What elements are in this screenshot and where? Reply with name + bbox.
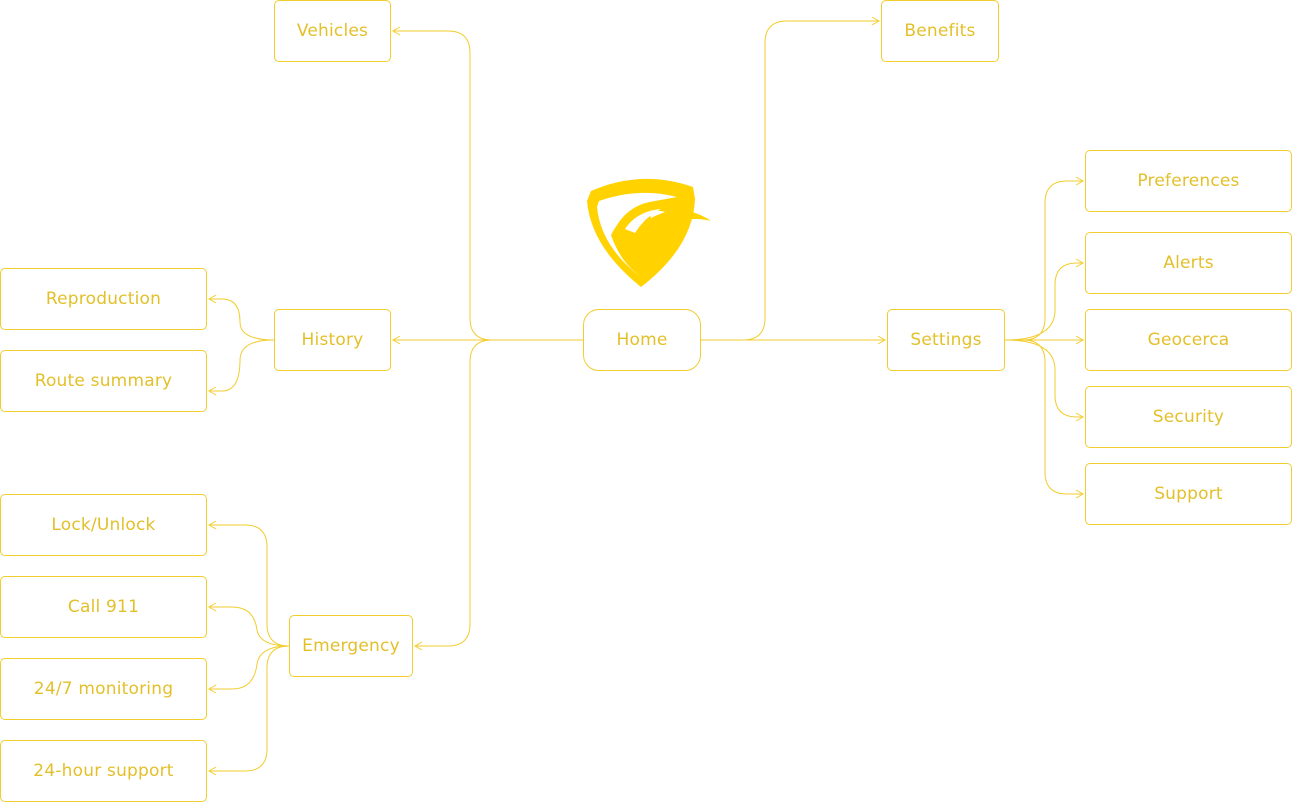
edge-settings-security: [1004, 339, 1085, 422]
edge-emergency-lock: [207, 520, 290, 647]
node-security-label: Security: [1152, 407, 1225, 427]
node-lock-unlock[interactable]: Lock/Unlock: [0, 494, 207, 556]
node-history[interactable]: History: [274, 309, 391, 371]
node-lock-unlock-label: Lock/Unlock: [51, 515, 156, 535]
edge-history-reproduction: [207, 294, 275, 341]
node-geocerca[interactable]: Geocerca: [1085, 309, 1292, 371]
node-emergency-label: Emergency: [302, 636, 400, 656]
edge-settings-preferences: [1005, 176, 1085, 341]
node-24-hour-support[interactable]: 24-hour support: [0, 740, 207, 802]
node-vehicles-label: Vehicles: [296, 21, 369, 41]
edge-settings-alerts: [1004, 258, 1085, 341]
node-support[interactable]: Support: [1085, 463, 1292, 525]
node-benefits-label: Benefits: [904, 21, 976, 41]
edge-home-vehicles: [391, 26, 583, 341]
node-settings[interactable]: Settings: [887, 309, 1005, 371]
edge-emergency-monitoring: [207, 645, 290, 694]
node-benefits[interactable]: Benefits: [881, 0, 999, 62]
edge-emergency-call: [207, 602, 290, 647]
node-alerts-label: Alerts: [1163, 253, 1214, 273]
node-route-summary[interactable]: Route summary: [0, 350, 207, 412]
node-call-911[interactable]: Call 911: [0, 576, 207, 638]
node-monitoring[interactable]: 24/7 monitoring: [0, 658, 207, 720]
node-24-hour-support-label: 24-hour support: [33, 761, 174, 781]
node-reproduction-label: Reproduction: [45, 289, 162, 309]
edge-settings-support: [1005, 339, 1085, 499]
edge-home-emergency: [413, 339, 583, 651]
node-preferences-label: Preferences: [1137, 171, 1240, 191]
node-reproduction[interactable]: Reproduction: [0, 268, 207, 330]
eagle-shield-icon: [587, 178, 711, 287]
node-settings-label: Settings: [910, 330, 982, 350]
node-vehicles[interactable]: Vehicles: [274, 0, 391, 62]
node-call-911-label: Call 911: [67, 597, 140, 617]
edge-history-route-summary: [207, 339, 275, 396]
node-geocerca-label: Geocerca: [1147, 330, 1230, 350]
node-security[interactable]: Security: [1085, 386, 1292, 448]
node-history-label: History: [301, 330, 364, 350]
node-alerts[interactable]: Alerts: [1085, 232, 1292, 294]
node-preferences[interactable]: Preferences: [1085, 150, 1292, 212]
node-route-summary-label: Route summary: [34, 371, 173, 391]
node-home-label: Home: [616, 330, 668, 350]
edge-emergency-support: [207, 645, 290, 776]
node-support-label: Support: [1154, 484, 1223, 504]
node-home[interactable]: Home: [583, 309, 701, 371]
node-emergency[interactable]: Emergency: [289, 615, 413, 677]
node-monitoring-label: 24/7 monitoring: [33, 679, 174, 699]
edge-home-benefits: [701, 16, 881, 341]
